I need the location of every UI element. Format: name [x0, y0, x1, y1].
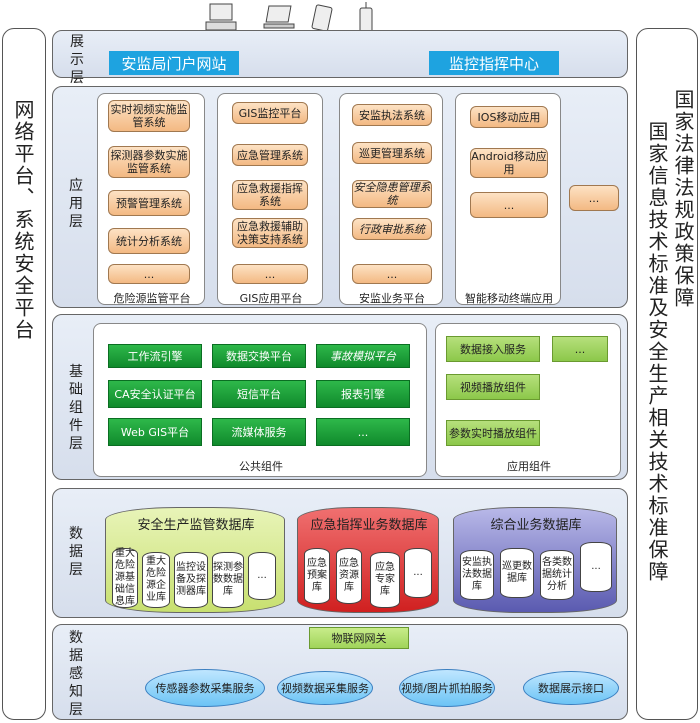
db-title: 应急指挥业务数据库: [310, 518, 428, 533]
component-item[interactable]: ...: [316, 418, 410, 446]
snapshot-service[interactable]: 视频/图片抓拍服务: [399, 669, 495, 707]
app-layer-title: 应用层: [69, 178, 83, 230]
app-components-caption: 应用组件: [507, 460, 551, 473]
base-layer-title: 基础组件层: [69, 364, 83, 452]
app-item[interactable]: Android移动应用: [470, 148, 548, 178]
app-item[interactable]: ...: [108, 264, 190, 284]
component-item[interactable]: 流媒体服务: [212, 418, 306, 446]
group-caption: 安监业务平台: [359, 292, 425, 305]
tech-standard-label: 国家信息技术标准及安全生产相关技术标准保障: [645, 121, 669, 583]
component-item[interactable]: Web GIS平台: [108, 418, 202, 446]
component-item[interactable]: 视频播放组件: [446, 374, 540, 400]
integrated-business-db: 综合业务数据库 安监执法数据库 巡更数据库 各类数据统计分析 ...: [453, 507, 617, 613]
device-icons: [205, 2, 373, 35]
app-item-extra[interactable]: ...: [569, 185, 619, 211]
safety-business-platform: 安监执法系统 巡更管理系统 安全隐患管理系统 行政审批系统 ... 安监业务平台: [339, 93, 443, 305]
component-item[interactable]: 数据接入服务: [446, 336, 540, 362]
app-item[interactable]: 安监执法系统: [352, 104, 432, 126]
db-item: 应急资源库: [336, 548, 362, 604]
db-item: ...: [404, 548, 432, 598]
group-caption: 智能移动终端应用: [465, 292, 553, 305]
db-item: 重大危险源企业库: [142, 552, 170, 608]
component-item[interactable]: 短信平台: [212, 380, 306, 408]
sensor-collect-service[interactable]: 传感器参数采集服务: [145, 669, 265, 707]
app-item[interactable]: 应急救援指挥系统: [232, 180, 308, 210]
component-item[interactable]: 数据交换平台: [212, 344, 306, 368]
app-item[interactable]: 安全隐患管理系统: [352, 180, 432, 208]
component-item[interactable]: 报表引擎: [316, 380, 410, 408]
safety-supervision-db: 安全生产监管数据库 重大危险源基础信息库 重大危险源企业库 监控设备及探测器库 …: [105, 507, 285, 613]
public-components: 工作流引擎 数据交换平台 事故模拟平台 CA安全认证平台 短信平台 报表引擎 W…: [93, 323, 427, 477]
portal-site-button[interactable]: 安监局门户网站: [109, 51, 239, 75]
group-caption: GIS应用平台: [239, 292, 303, 305]
sense-layer-title: 数据感知层: [69, 630, 83, 718]
app-item[interactable]: ...: [352, 264, 432, 284]
app-item[interactable]: 巡更管理系统: [352, 142, 432, 164]
db-item: 重大危险源基础信息库: [112, 548, 138, 608]
app-item[interactable]: 应急救援辅助决策支持系统: [232, 218, 308, 248]
gis-platform: GIS监控平台 应急管理系统 应急救援指挥系统 应急救援辅助决策支持系统 ...…: [217, 93, 323, 305]
component-item[interactable]: ...: [552, 336, 608, 362]
group-caption: 危险源监管平台: [113, 292, 191, 305]
app-item[interactable]: GIS监控平台: [232, 102, 308, 124]
emergency-command-db: 应急指挥业务数据库 应急预案库 应急资源库 应急专家库 ...: [297, 507, 439, 613]
db-item: 安监执法数据库: [460, 550, 494, 600]
app-components: 数据接入服务 ... 视频播放组件 参数实时播放组件 应用组件: [435, 323, 621, 477]
app-item[interactable]: ...: [232, 264, 308, 284]
db-item: 探测参数数据库: [212, 552, 244, 608]
mobile-terminal-platform: IOS移动应用 Android移动应用 ... 智能移动终端应用: [455, 93, 561, 305]
laptop-icon: [263, 5, 295, 29]
monitor-center-button[interactable]: 监控指挥中心: [429, 51, 559, 75]
db-item: 应急预案库: [304, 548, 330, 604]
db-item: 巡更数据库: [500, 548, 534, 598]
tablet-icon: [311, 4, 333, 32]
app-item[interactable]: 统计分析系统: [108, 228, 190, 254]
public-components-caption: 公共组件: [239, 460, 283, 473]
law-policy-label: 国家法律法规政策保障: [671, 89, 695, 309]
data-layer-title: 数据层: [69, 526, 83, 578]
component-item[interactable]: 工作流引擎: [108, 344, 202, 368]
base-component-layer: 基础组件层 工作流引擎 数据交换平台 事故模拟平台 CA安全认证平台 短信平台 …: [52, 314, 628, 480]
data-layer: 数据层 安全生产监管数据库 重大危险源基础信息库 重大危险源企业库 监控设备及探…: [52, 488, 628, 618]
app-item[interactable]: 探测器参数实施监管系统: [108, 146, 190, 178]
data-display-interface[interactable]: 数据展示接口: [523, 671, 619, 705]
desktop-icon: [205, 3, 237, 31]
network-security-label: 网络平台、系统安全平台: [11, 99, 35, 341]
app-item[interactable]: 预警管理系统: [108, 190, 190, 216]
app-item[interactable]: 行政审批系统: [352, 218, 432, 240]
app-item[interactable]: 实时视频实施监管系统: [108, 100, 190, 132]
component-item[interactable]: 事故模拟平台: [316, 344, 410, 368]
standards-panel: 国家法律法规政策保障 国家信息技术标准及安全生产相关技术标准保障: [636, 28, 698, 720]
hazard-platform: 实时视频实施监管系统 探测器参数实施监管系统 预警管理系统 统计分析系统 ...…: [97, 93, 205, 305]
db-item: 应急专家库: [370, 552, 400, 608]
component-item[interactable]: 参数实时播放组件: [446, 420, 540, 446]
display-layer-title: 展示层: [70, 34, 84, 86]
db-item: 各类数据统计分析: [540, 550, 574, 600]
video-collect-service[interactable]: 视频数据采集服务: [277, 671, 373, 705]
app-item[interactable]: ...: [470, 192, 548, 218]
db-item: ...: [580, 542, 612, 592]
data-sensing-layer: 数据感知层 物联网网关 传感器参数采集服务 视频数据采集服务 视频/图片抓拍服务…: [52, 624, 628, 720]
app-item[interactable]: IOS移动应用: [470, 106, 548, 128]
db-item: 监控设备及探测器库: [174, 552, 208, 608]
component-item[interactable]: CA安全认证平台: [108, 380, 202, 408]
display-layer: 展示层 安监局门户网站 监控指挥中心: [52, 30, 628, 86]
application-layer: 应用层 实时视频实施监管系统 探测器参数实施监管系统 预警管理系统 统计分析系统…: [52, 86, 628, 308]
network-security-panel: 网络平台、系统安全平台: [2, 28, 46, 720]
app-item[interactable]: 应急管理系统: [232, 144, 308, 166]
db-title: 综合业务数据库: [490, 518, 582, 533]
db-title: 安全生产监管数据库: [137, 518, 255, 533]
db-item: ...: [248, 552, 276, 600]
iot-gateway[interactable]: 物联网网关: [309, 627, 409, 649]
